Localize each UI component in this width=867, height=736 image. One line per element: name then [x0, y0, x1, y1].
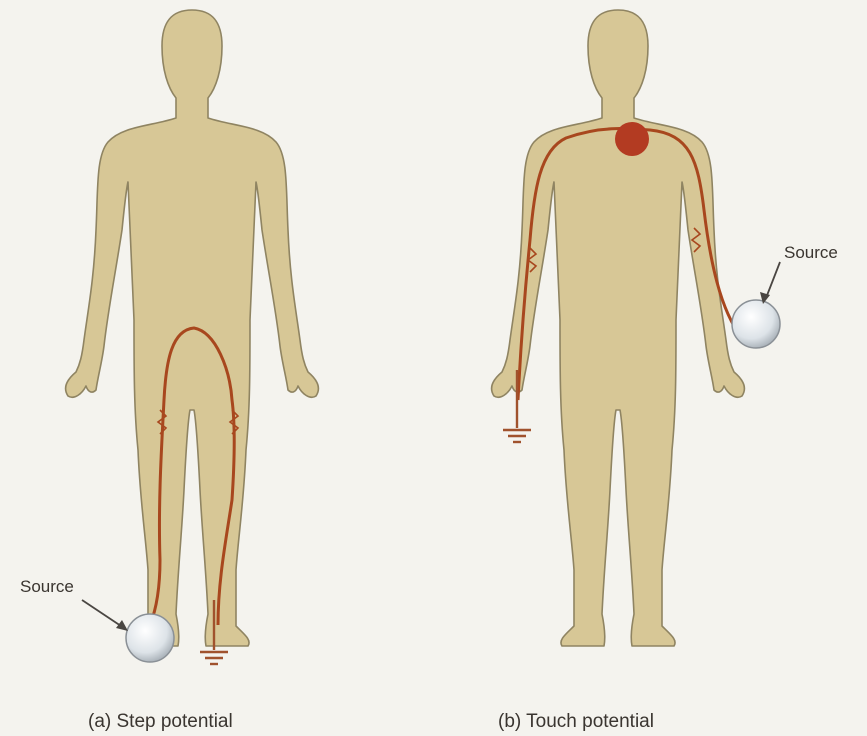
source-label-b: Source: [784, 243, 838, 262]
source-label-a: Source: [20, 577, 74, 596]
human-body-figure-b: [492, 10, 745, 646]
panel-a-step-potential: Source (a) Step potential: [20, 10, 318, 732]
ground-icon: [503, 430, 531, 442]
ground-icon: [200, 652, 228, 664]
panel-b-touch-potential: Source (b) Touch potential: [492, 10, 838, 732]
arrowhead-a: [116, 620, 128, 631]
source-arrow-a: [82, 600, 124, 628]
source-arrow-b: [766, 262, 780, 298]
source-sphere-icon: [126, 614, 174, 662]
source-sphere-icon: [732, 300, 780, 348]
caption-b: (b) Touch potential: [498, 711, 654, 732]
caption-a: (a) Step potential: [88, 711, 233, 732]
heart-icon: [615, 122, 649, 156]
